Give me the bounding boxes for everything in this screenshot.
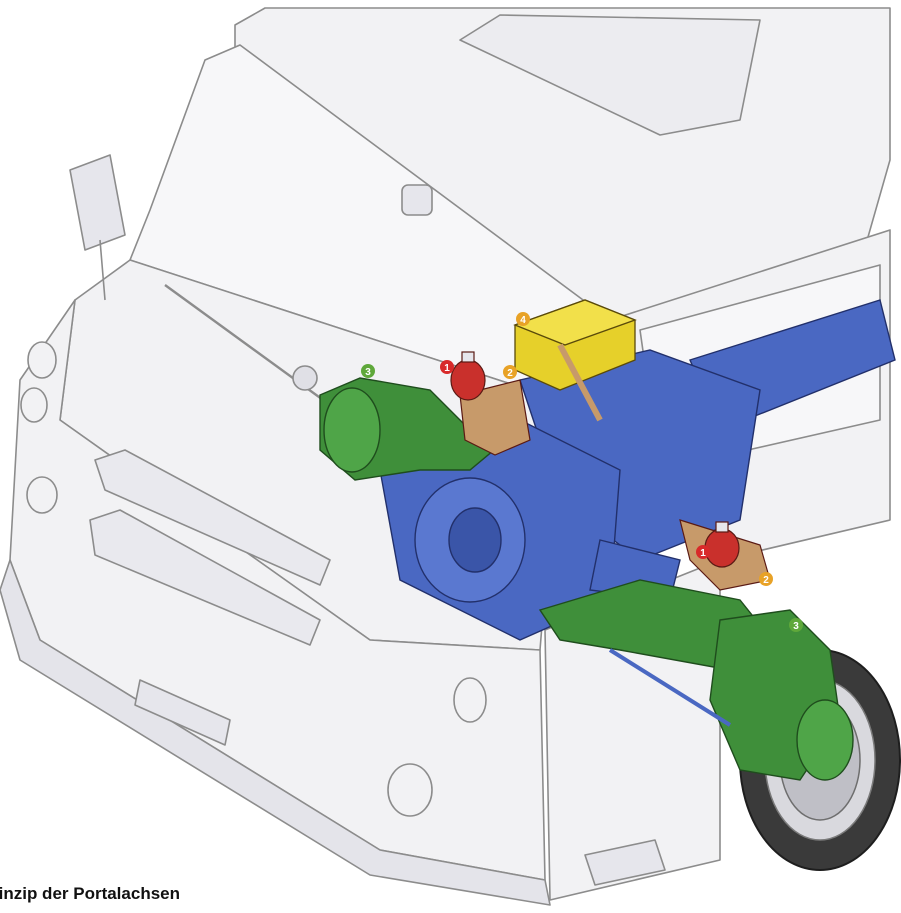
callout-badge-2a: 2 [503,365,517,379]
spring-bracket-left [459,379,531,456]
figure-caption: rinzip der Portalachsen [0,884,180,903]
fog-light-left [26,476,58,514]
svg-text:4: 4 [520,315,526,326]
svg-text:2: 2 [763,575,769,586]
headlight-right [453,677,487,723]
interior-mirror [401,184,433,216]
callout-badge-1b: 1 [696,545,710,559]
air-spring-right [704,528,740,568]
license-plate-holder [134,679,231,746]
fog-light-right [387,763,433,817]
roof-hatch [459,14,761,136]
headlight-left-mid [20,387,48,423]
air-spring-left-cap [461,351,475,363]
svg-text:1: 1 [444,363,450,374]
svg-text:3: 3 [365,367,371,378]
valve-block-top [513,299,637,346]
air-springs [450,351,771,591]
callout-badges: 1 1 2 2 3 3 4 [361,312,803,632]
portal-housings [319,377,854,781]
valve-block [513,299,637,422]
callout-badge-1a: 1 [440,360,454,374]
entry-step [584,839,666,886]
air-spring-right-cap [715,521,729,533]
tie-rod [608,648,732,727]
callout-badge-3b: 3 [789,618,803,632]
callout-badge-4: 4 [516,312,530,326]
hub-right [796,699,854,781]
svg-text:2: 2 [507,368,513,379]
mirror-arm [99,239,106,301]
side-mirror [69,154,126,251]
grille-lower [89,509,321,646]
air-spring-left [450,359,486,401]
callout-badge-3a: 3 [361,364,375,378]
headlight-left-top [27,341,57,379]
valve-pipe [557,343,603,422]
washer-cap [292,365,318,391]
differential-bore [448,507,502,573]
grille-upper [94,449,331,586]
axle-housing [379,299,896,641]
svg-text:3: 3 [793,621,799,632]
hub-left [323,387,381,473]
callout-badge-2b: 2 [759,572,773,586]
svg-text:1: 1 [700,548,706,559]
